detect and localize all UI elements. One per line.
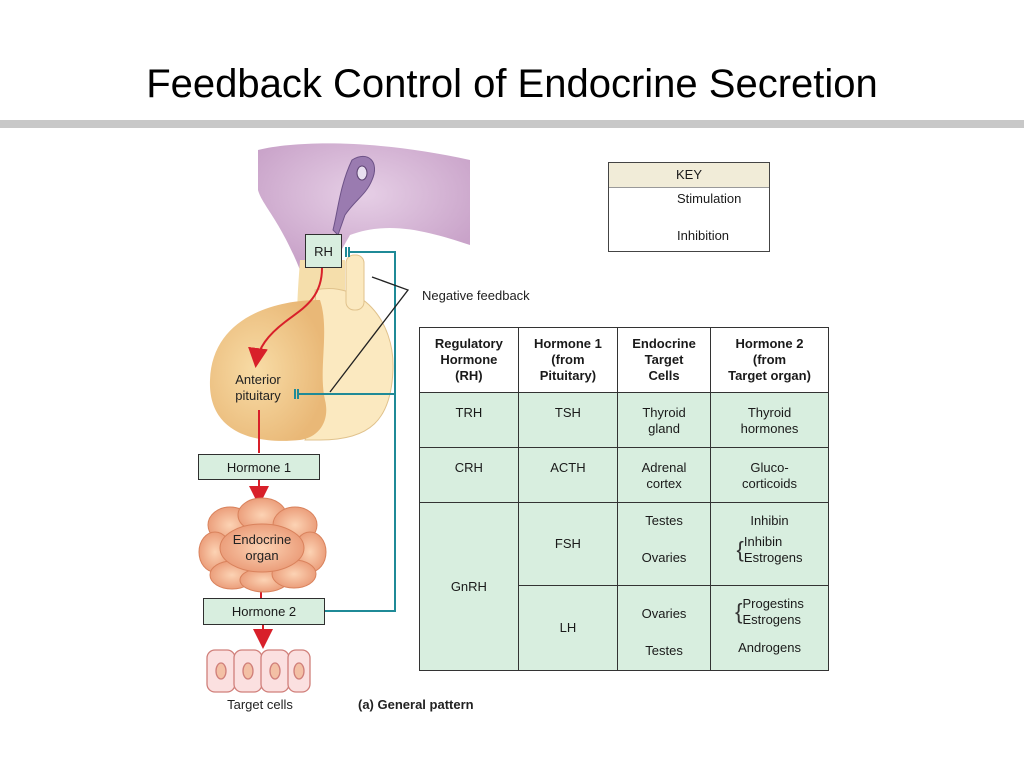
cell-h2: { Progestins Estrogens Androgens: [710, 585, 829, 671]
cell-target: Ovaries Testes: [617, 585, 712, 671]
header-hormone2: Hormone 2 (from Target organ): [710, 327, 829, 393]
cell-rh: CRH: [419, 447, 519, 503]
header-rh: Regulatory Hormone (RH): [419, 327, 519, 393]
cell-rh: GnRH: [419, 502, 519, 671]
hormone2-box: Hormone 2: [203, 598, 325, 625]
negative-feedback-pointer: [329, 276, 410, 393]
feedback-line: [324, 251, 396, 612]
cell-h1: ACTH: [517, 447, 619, 503]
target-cells-label: Target cells: [227, 697, 293, 712]
target-ovaries: Ovaries: [641, 550, 687, 565]
table-row: CRH ACTH Adrenal cortex Gluco- corticoid…: [419, 447, 829, 503]
cell-target: Testes Ovaries: [617, 502, 712, 586]
rh-box: RH: [305, 234, 342, 268]
header-hormone1: Hormone 1 (from Pituitary): [517, 327, 619, 393]
endocrine-organ-cells: [198, 497, 327, 593]
cell-h1: TSH: [517, 392, 619, 448]
hormone1-box: Hormone 1: [198, 454, 320, 480]
endocrine-organ-label: Endocrine organ: [232, 532, 292, 563]
cell-h2: Inhibin { Inhibin Estrogens: [710, 502, 829, 586]
table-header-row: Regulatory Hormone (RH) Hormone 1 (from …: [419, 327, 829, 393]
posterior-tab: [345, 254, 365, 311]
h2-androgens: Androgens: [738, 640, 801, 655]
target-testes: Testes: [645, 513, 683, 528]
table-row: LH Ovaries Testes { Progestins Estrogens…: [420, 585, 829, 671]
cell-target: Adrenal cortex: [617, 447, 712, 503]
title-divider: [0, 120, 1024, 128]
target-testes: Testes: [645, 643, 683, 658]
cell-h1: FSH: [517, 502, 619, 586]
key-title: KEY: [609, 163, 769, 188]
brace-icon: {: [736, 537, 744, 562]
anterior-pituitary-shape: [209, 300, 327, 441]
key-inhibition-label: Inhibition: [677, 228, 730, 243]
cell-rh: TRH: [419, 392, 519, 448]
brace-icon: {: [735, 599, 743, 624]
cell-target: Thyroid gland: [617, 392, 712, 448]
table-row: TRH TSH Thyroid gland Thyroid hormones: [419, 392, 829, 448]
slide-title: Feedback Control of Endocrine Secretion: [146, 62, 878, 106]
table-row: GnRH FSH Testes Ovaries Inhibin { Inhibi…: [419, 502, 829, 671]
header-target: Endocrine Target Cells: [617, 327, 712, 393]
anterior-pituitary-label: Anterior pituitary: [235, 372, 281, 403]
neuron-nucleus: [356, 165, 368, 181]
rh-arrow: [248, 267, 323, 368]
h2-progestins-estrogens: Progestins Estrogens: [742, 596, 804, 627]
h2-inhibin: Inhibin: [750, 513, 789, 528]
target-ovaries: Ovaries: [641, 606, 687, 621]
h2-inhibin-estrogens: Inhibin Estrogens: [743, 534, 803, 565]
negative-feedback-label: Negative feedback: [422, 288, 530, 303]
target-cells-group: [206, 649, 311, 693]
cell-h1: LH: [517, 585, 619, 671]
cell-h2: Gluco- corticoids: [710, 447, 829, 503]
hormone-table: Regulatory Hormone (RH) Hormone 1 (from …: [419, 327, 829, 671]
cell-h2: Thyroid hormones: [710, 392, 829, 448]
key-legend: KEY Stimulation Inhibition: [608, 162, 770, 252]
key-stimulation-label: Stimulation: [677, 191, 742, 206]
figure-caption: (a) General pattern: [358, 697, 474, 712]
